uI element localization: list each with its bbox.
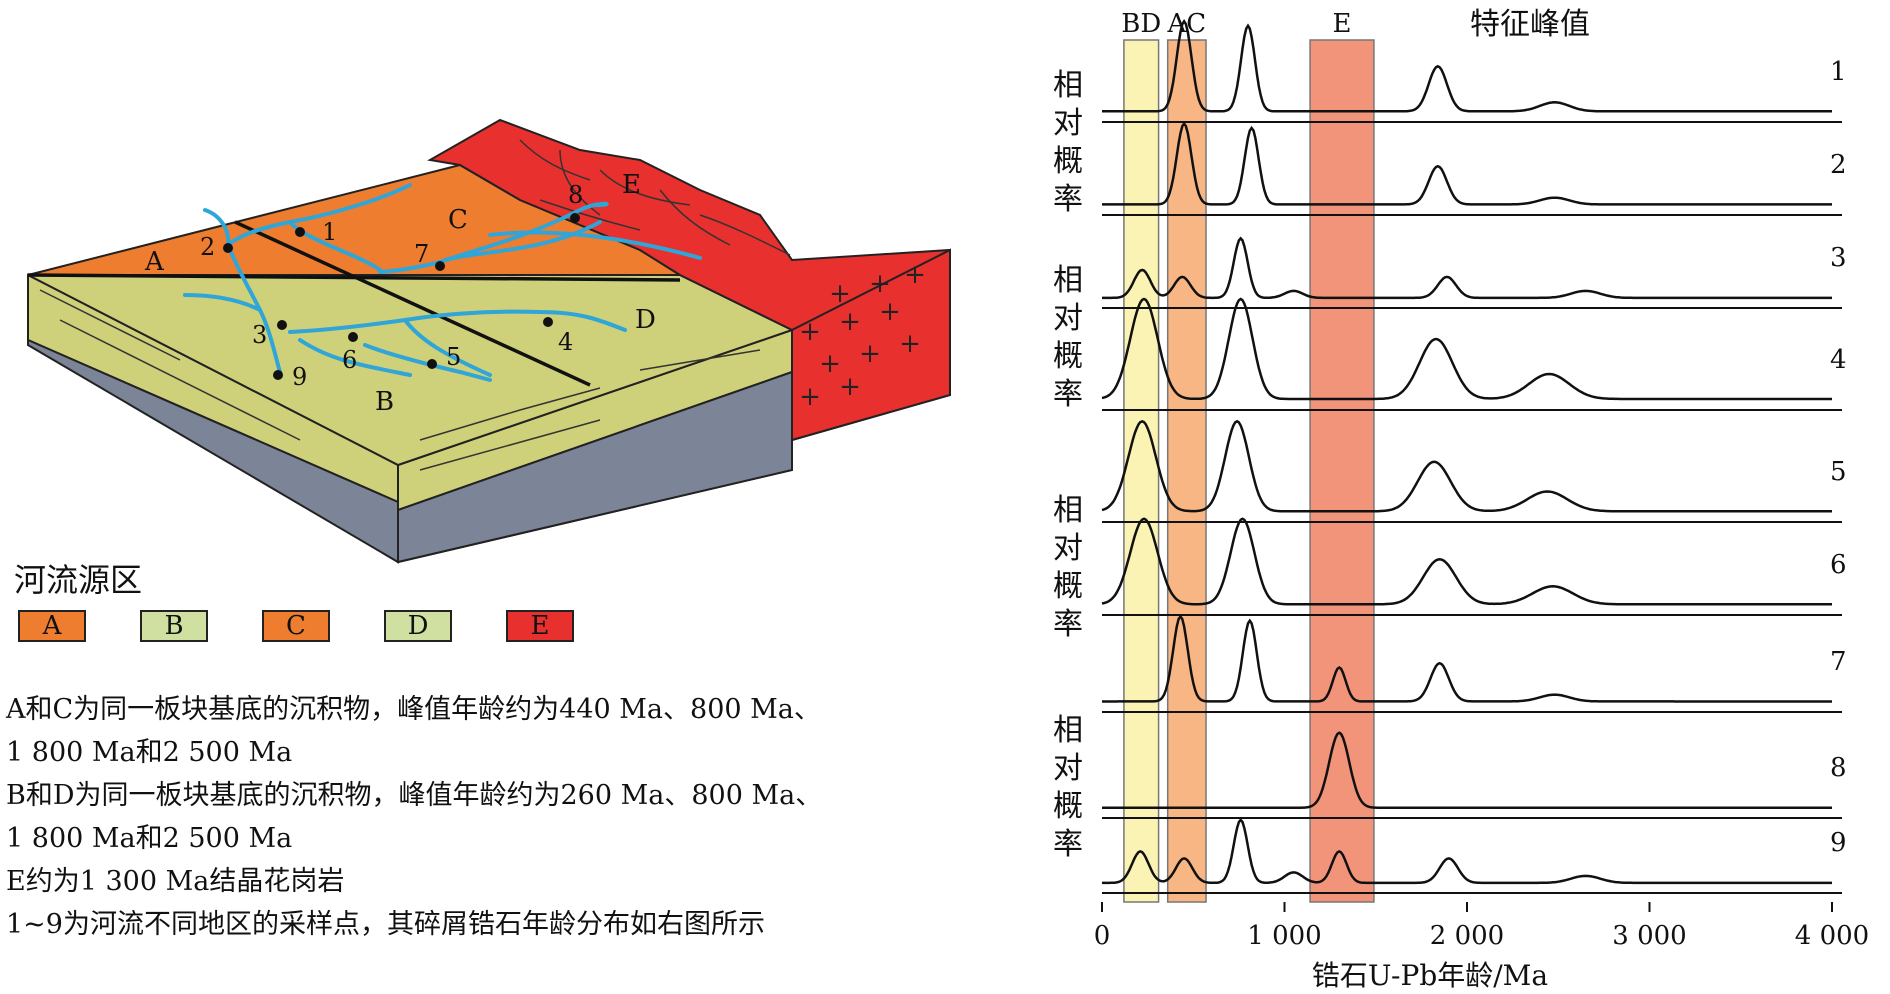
band-e	[1309, 39, 1375, 903]
series-curve-6	[1101, 517, 1832, 606]
region-label-e: E	[622, 170, 641, 200]
note-line-5: E约为1 300 Ma结晶花岗岩	[6, 866, 345, 897]
ylabel-char-1-3: 率	[1053, 377, 1083, 412]
legend: A B C D E	[18, 610, 574, 642]
note-line-6: 1~9为河流不同地区的采样点，其碎屑锆石年龄分布如右图所示	[6, 909, 765, 940]
legend-item-a: A	[18, 610, 86, 642]
band-ac	[1166, 39, 1207, 903]
mountain-ridges	[519, 139, 791, 256]
svg-text:+: +	[799, 317, 821, 347]
band-label-e: E	[1332, 9, 1351, 39]
series-curve-7	[1102, 614, 1832, 703]
divide-line-diagonal	[234, 220, 591, 387]
right-face-lower	[397, 370, 793, 564]
legend-item-e: E	[506, 610, 574, 642]
legend-item-b: B	[140, 610, 208, 642]
granite-crosses: +++ +++ +++ ++	[799, 260, 926, 412]
svg-text:+: +	[869, 269, 891, 299]
series-label-8: 8	[1830, 753, 1847, 783]
series-label-1: 1	[1830, 57, 1847, 87]
ylabel-char-1-0: 相	[1053, 263, 1083, 298]
ylabel-char-1-1: 对	[1053, 301, 1083, 336]
region-label-c: C	[448, 205, 468, 235]
sample-points	[223, 213, 580, 380]
series-label-6: 6	[1830, 550, 1847, 580]
note-line-3: B和D为同一板块基底的沉积物，峰值年龄约为260 Ma、800 Ma、	[6, 780, 823, 811]
granite-face	[791, 248, 951, 442]
x-tick-label-2: 2 000	[1430, 921, 1504, 951]
series-label-9: 9	[1830, 828, 1847, 858]
band-label-bd: BD	[1121, 9, 1161, 39]
svg-text:+: +	[829, 279, 851, 309]
ylabel-char-2-3: 率	[1053, 607, 1083, 642]
ylabel-char-2-1: 对	[1053, 531, 1083, 566]
site-label-5: 5	[446, 343, 461, 371]
x-axis-label: 锆石U-Pb年龄/Ma	[1312, 959, 1548, 992]
legend-title: 河流源区	[14, 561, 143, 599]
site-label-2: 2	[200, 233, 215, 261]
ylabel-char-0-1: 对	[1053, 106, 1083, 141]
river-network	[183, 183, 702, 382]
ylabel-char-0-2: 概	[1053, 144, 1083, 179]
svg-text:+: +	[899, 329, 921, 359]
series-curve-2	[1102, 121, 1832, 206]
note-line-1: A和C为同一板块基底的沉积物，峰值年龄约为440 Ma、800 Ma、	[6, 694, 821, 725]
series-label-7: 7	[1830, 647, 1847, 677]
ylabel-char-3-2: 概	[1053, 789, 1083, 824]
ylabel-char-3-3: 率	[1053, 827, 1083, 862]
note-line-4: 1 800 Ma和2 500 Ma	[6, 823, 293, 854]
x-tick-label-0: 0	[1094, 921, 1111, 951]
ylabel-char-0-3: 率	[1053, 182, 1083, 217]
strata-lines	[39, 289, 761, 471]
svg-text:+: +	[799, 382, 821, 412]
note-line-2: 1 800 Ma和2 500 Ma	[6, 737, 293, 768]
svg-text:+: +	[879, 297, 901, 327]
region-label-d: D	[635, 305, 656, 335]
series-curve-9	[1102, 817, 1832, 885]
series-label-5: 5	[1830, 457, 1847, 487]
site-label-1: 1	[322, 218, 337, 246]
site-label-4: 4	[558, 328, 573, 356]
ylabel-char-2-2: 概	[1053, 569, 1083, 604]
site-label-3: 3	[252, 321, 267, 349]
region-label-b: B	[375, 387, 394, 417]
x-tick-label-1: 1 000	[1247, 921, 1321, 951]
series-label-3: 3	[1830, 243, 1847, 273]
series-curve-8	[1102, 731, 1832, 810]
series-curve-3	[1102, 236, 1832, 300]
ylabel-char-1-2: 概	[1053, 339, 1083, 374]
notes: A和C为同一板块基底的沉积物，峰值年龄约为440 Ma、800 Ma、 1 80…	[6, 688, 822, 946]
band-bd	[1123, 39, 1160, 903]
x-tick-label-4: 4 000	[1795, 921, 1869, 951]
legend-item-c: C	[262, 610, 330, 642]
svg-text:+: +	[859, 339, 881, 369]
site-label-8: 8	[568, 181, 583, 209]
ylabel-char-3-0: 相	[1053, 713, 1083, 748]
block-diagram: +++ +++ +++ ++	[27, 118, 951, 564]
x-tick-label-3: 3 000	[1612, 921, 1686, 951]
ylabel-char-3-1: 对	[1053, 751, 1083, 786]
svg-text:+: +	[904, 260, 926, 290]
series-curve-1	[1102, 18, 1832, 113]
series-curve-4	[1101, 297, 1832, 401]
ylabel-char-0-0: 相	[1053, 68, 1083, 103]
site-label-6: 6	[342, 346, 357, 374]
series-curve-5	[1101, 419, 1832, 513]
region-label-a: A	[144, 247, 165, 277]
band-header: 特征峰值	[1470, 7, 1590, 42]
site-label-7: 7	[414, 240, 429, 268]
svg-text:+: +	[839, 307, 861, 337]
svg-text:+: +	[819, 349, 841, 379]
svg-text:+: +	[839, 372, 861, 402]
legend-item-d: D	[384, 610, 452, 642]
site-label-9: 9	[292, 363, 307, 391]
ylabel-char-2-0: 相	[1053, 493, 1083, 528]
series-label-2: 2	[1830, 150, 1847, 180]
series-label-4: 4	[1830, 345, 1847, 375]
